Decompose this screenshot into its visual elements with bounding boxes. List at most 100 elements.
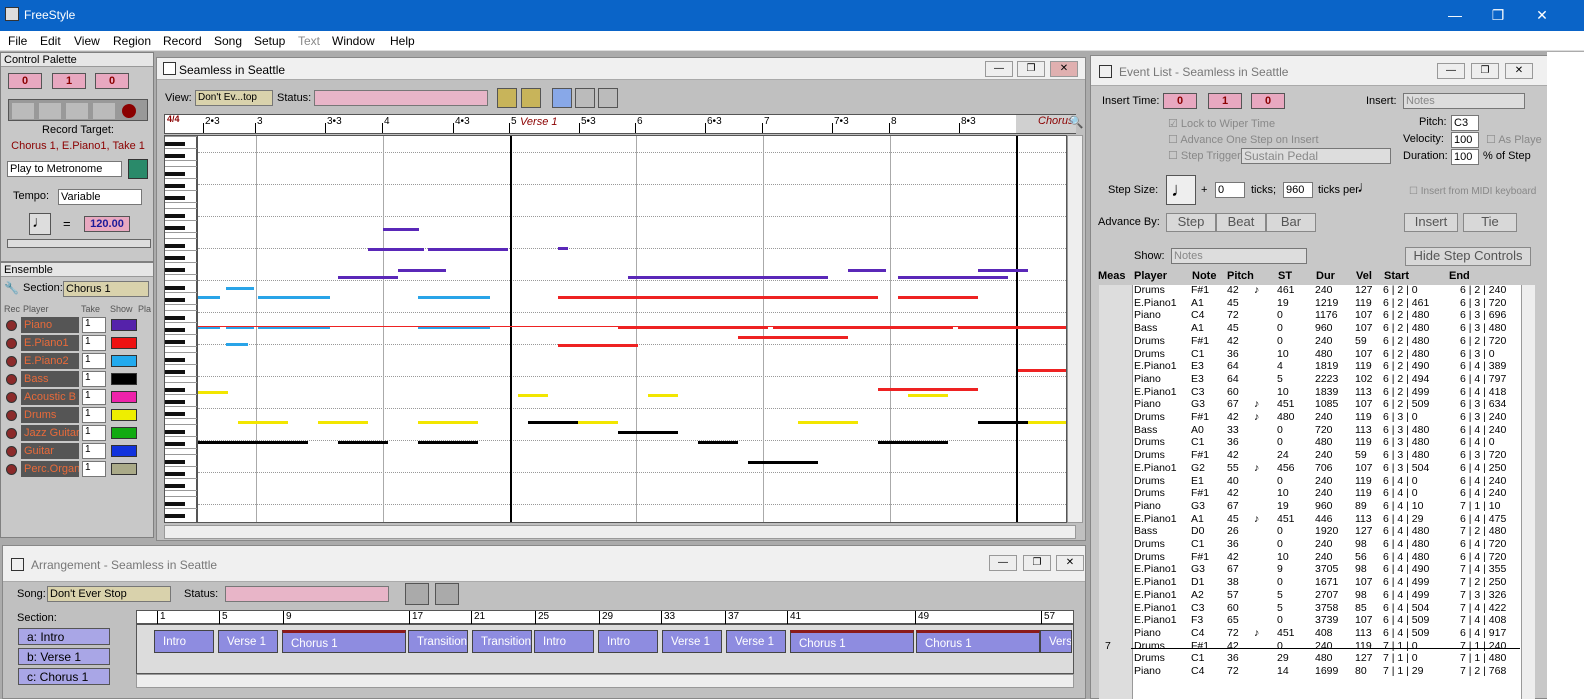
pitch-field[interactable]: C3 [1451,115,1479,131]
insert-time-tick[interactable]: 0 [1251,93,1285,109]
note-bar[interactable] [558,296,678,299]
note-bar[interactable] [978,421,1028,424]
note-bar[interactable] [678,296,878,299]
arrangement-block[interactable]: Intro [534,630,594,653]
minimize-button[interactable]: — [1448,7,1462,23]
insert-time-bar[interactable]: 0 [1163,93,1197,109]
arrangement-block[interactable]: Transition [472,630,532,653]
arr-tool-a-icon[interactable] [405,583,429,605]
note-bar[interactable] [738,336,848,339]
rewind-icon[interactable] [12,103,34,119]
step-trigger-select[interactable]: Sustain Pedal [1241,148,1391,164]
note-bar[interactable] [338,276,398,279]
arrangement-block[interactable]: Intro [154,630,214,653]
show-color-swatch[interactable] [111,427,137,439]
show-color-swatch[interactable] [111,319,137,331]
insert-button[interactable]: Insert [1404,213,1458,232]
arr-close-button[interactable]: ✕ [1056,555,1084,571]
arr-minimize-button[interactable]: — [989,555,1017,571]
quarter-note-icon[interactable]: ♩ [29,213,51,235]
event-restore-button[interactable]: ❐ [1471,63,1499,79]
tempo-value[interactable]: 120.00 [84,216,130,232]
note-bar[interactable] [798,421,858,424]
play-icon[interactable] [66,103,88,119]
player-name[interactable]: Guitar [21,443,79,459]
note-bar[interactable] [528,421,578,424]
menu-window[interactable]: Window [332,34,375,48]
note-bar[interactable] [558,247,568,250]
marker-chorus[interactable]: Chorus [1016,115,1076,133]
player-name[interactable]: Jazz Guitar [21,425,79,441]
notation-minimize-button[interactable]: — [985,61,1013,77]
note-bar[interactable] [398,269,446,272]
arrangement-block[interactable]: Chorus 1 [282,630,406,653]
player-name[interactable]: E.Piano2 [21,353,79,369]
song-select[interactable]: Don't Ever Stop [47,586,171,602]
note-bar[interactable] [383,228,419,231]
step-note-icon[interactable]: ♩ [1166,175,1196,205]
note-bar[interactable] [898,296,978,299]
note-bar[interactable] [418,421,478,424]
note-bar[interactable] [258,326,330,329]
notation-vscroll[interactable] [1067,135,1083,523]
zoom-icon[interactable]: 🔍 [1068,115,1084,129]
note-bar[interactable] [428,248,508,251]
arr-hscroll[interactable] [136,674,1074,688]
ticks-per-field[interactable]: 960 [1283,182,1313,198]
advance-bar-button[interactable]: Bar [1266,213,1316,232]
take-select[interactable]: 1 [82,407,106,423]
piano-roll[interactable] [197,135,1067,523]
take-select[interactable]: 1 [82,371,106,387]
advance-step-button[interactable]: Step [1166,213,1216,232]
take-select[interactable]: 1 [82,335,106,351]
player-name[interactable]: Drums [21,407,79,423]
take-select[interactable]: 1 [82,461,106,477]
advance-one-checkbox[interactable]: ☐ Advance One Step on Insert [1168,134,1319,146]
arrangement-block[interactable]: Chorus 1 [790,630,914,653]
advance-beat-button[interactable]: Beat [1216,213,1266,232]
arrangement-block[interactable]: Verse 1 [218,630,278,653]
take-select[interactable]: 1 [82,425,106,441]
menu-help[interactable]: Help [390,34,415,48]
note-bar[interactable] [238,421,288,424]
note-bar[interactable] [198,441,258,444]
note-bar[interactable] [898,276,1008,279]
note-bar[interactable] [748,461,818,464]
arr-restore-button[interactable]: ❐ [1023,555,1051,571]
as-played-checkbox[interactable]: ☐ As Playe [1486,134,1542,146]
note-bar[interactable] [418,326,490,329]
step-trigger-checkbox[interactable]: ☐ Step Trigger [1168,150,1241,162]
duration-field[interactable]: 100 [1451,149,1479,165]
close-button[interactable]: ✕ [1536,7,1548,23]
event-minimize-button[interactable]: — [1437,63,1465,79]
menu-record[interactable]: Record [163,34,202,48]
velocity-field[interactable]: 100 [1451,132,1479,148]
tie-button[interactable]: Tie [1463,213,1517,232]
arrangement-block[interactable]: Chorus 1 [916,630,1040,653]
arrow-tool-icon[interactable] [552,88,572,108]
text-tool-icon[interactable] [598,88,618,108]
event-close-button[interactable]: ✕ [1505,63,1533,79]
take-select[interactable]: 1 [82,353,106,369]
record-enable-icon[interactable] [6,320,17,331]
menu-view[interactable]: View [74,34,100,48]
